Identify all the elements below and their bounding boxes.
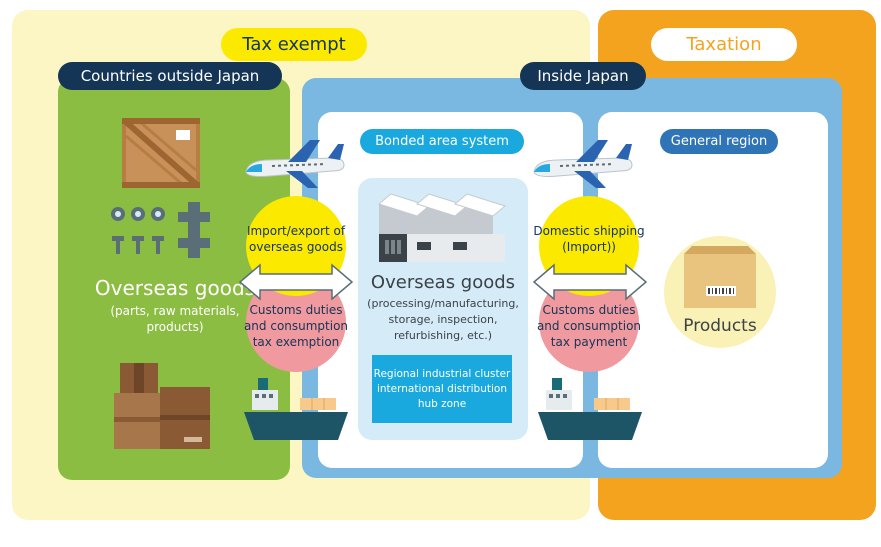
bonded-area-label: Bonded area system bbox=[360, 129, 524, 154]
nuts-bolts-icon bbox=[108, 200, 218, 262]
outside-goods-sub2: products) bbox=[146, 320, 204, 334]
general-region-label: General region bbox=[660, 129, 778, 154]
hub-zone-line-3: hub zone bbox=[417, 397, 467, 410]
factory-icon bbox=[377, 190, 507, 262]
cargo-ship-icon bbox=[244, 374, 348, 444]
outside-goods-title: Overseas goods bbox=[94, 276, 256, 300]
wooden-crate-icon bbox=[122, 118, 200, 188]
airplane-icon bbox=[528, 138, 636, 190]
right-flow-top-2: (Import)) bbox=[562, 240, 616, 254]
right-flow-bottom-1: Customs duties bbox=[542, 303, 636, 317]
tax-exempt-label: Tax exempt bbox=[221, 28, 367, 61]
hub-zone-line-1: Regional industrial cluster bbox=[373, 367, 511, 380]
right-flow-bottom-2: and consumption bbox=[536, 319, 642, 333]
right-flow-top-1: Domestic shipping bbox=[533, 224, 645, 238]
double-arrow-icon bbox=[532, 263, 648, 301]
outside-goods-sub1: (parts, raw materials, bbox=[110, 304, 240, 318]
bonded-goods-sub3: refurbishing, etc.) bbox=[393, 329, 493, 342]
double-arrow-icon bbox=[238, 263, 354, 301]
left-flow-top-2: overseas goods bbox=[249, 240, 343, 254]
taxation-label: Taxation bbox=[651, 28, 797, 61]
left-flow-top-1: Import/export of bbox=[246, 224, 346, 238]
bonded-goods-title: Overseas goods bbox=[370, 272, 516, 293]
left-flow-bottom-1: Customs duties bbox=[249, 303, 343, 317]
cardboard-boxes-icon bbox=[114, 363, 210, 449]
bonded-goods-sub1: (processing/manufacturing, bbox=[367, 297, 519, 310]
package-box-icon bbox=[682, 246, 758, 310]
products-label: Products bbox=[683, 316, 757, 336]
left-flow-bottom-3: tax exemption bbox=[252, 335, 340, 349]
cargo-ship-icon bbox=[538, 374, 642, 444]
airplane-icon bbox=[240, 138, 348, 190]
outside-japan-label: Countries outside Japan bbox=[58, 62, 282, 90]
bonded-goods-sub2: storage, inspection, bbox=[388, 313, 498, 326]
hub-zone-line-2: international distribution bbox=[376, 382, 507, 395]
hub-zone-box: Regional industrial cluster internationa… bbox=[372, 355, 512, 423]
left-flow-bottom-2: and consumption bbox=[243, 319, 349, 333]
inside-japan-label: Inside Japan bbox=[520, 62, 646, 90]
right-flow-bottom-3: tax payment bbox=[550, 335, 628, 349]
